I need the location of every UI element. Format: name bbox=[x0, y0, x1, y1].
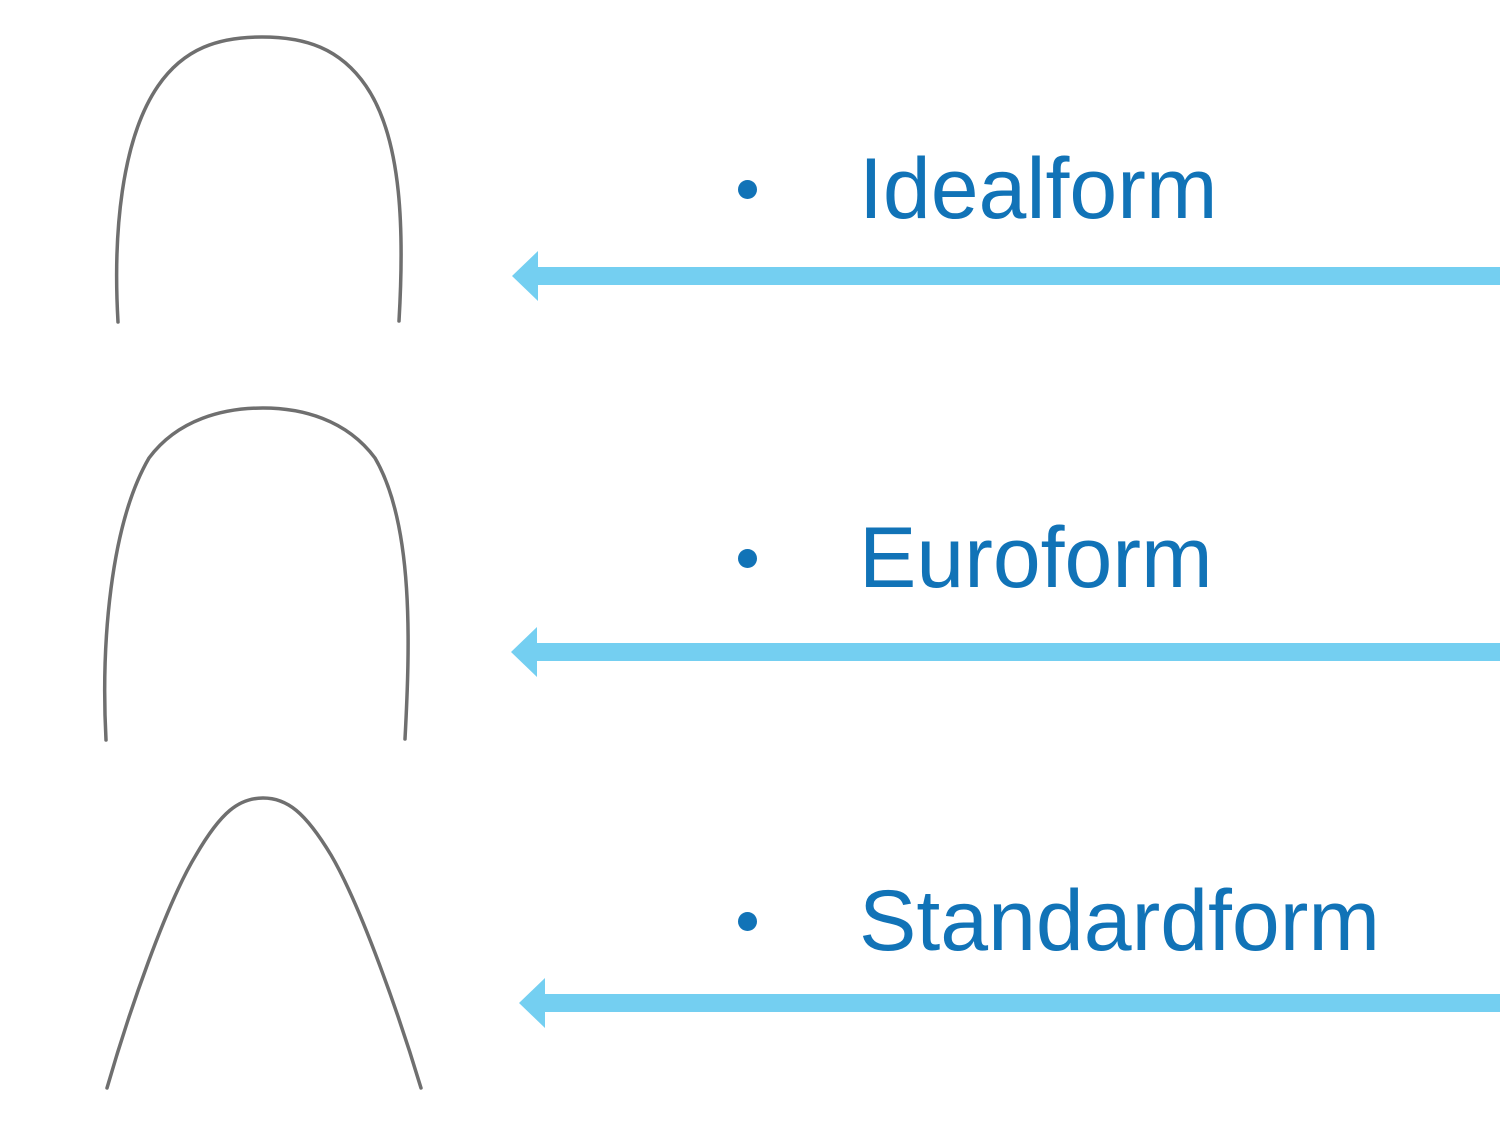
standardform-archwire-curve bbox=[105, 796, 423, 1090]
bullet-icon bbox=[738, 911, 757, 931]
idealform-archwire-curve bbox=[114, 35, 403, 324]
euroform-label-row: Euroform bbox=[738, 514, 1213, 602]
bullet-icon bbox=[738, 179, 757, 199]
standardform-label-row: Standardform bbox=[738, 877, 1380, 965]
euroform-archwire-curve bbox=[102, 406, 410, 742]
idealform-label-row: Idealform bbox=[738, 145, 1218, 233]
idealform-arrow bbox=[512, 251, 1500, 301]
euroform-label: Euroform bbox=[859, 510, 1213, 606]
bullet-icon bbox=[738, 548, 757, 568]
standardform-label: Standardform bbox=[859, 873, 1381, 969]
idealform-label: Idealform bbox=[859, 141, 1218, 237]
euroform-arrow bbox=[511, 627, 1500, 677]
standardform-arrow bbox=[519, 978, 1500, 1028]
